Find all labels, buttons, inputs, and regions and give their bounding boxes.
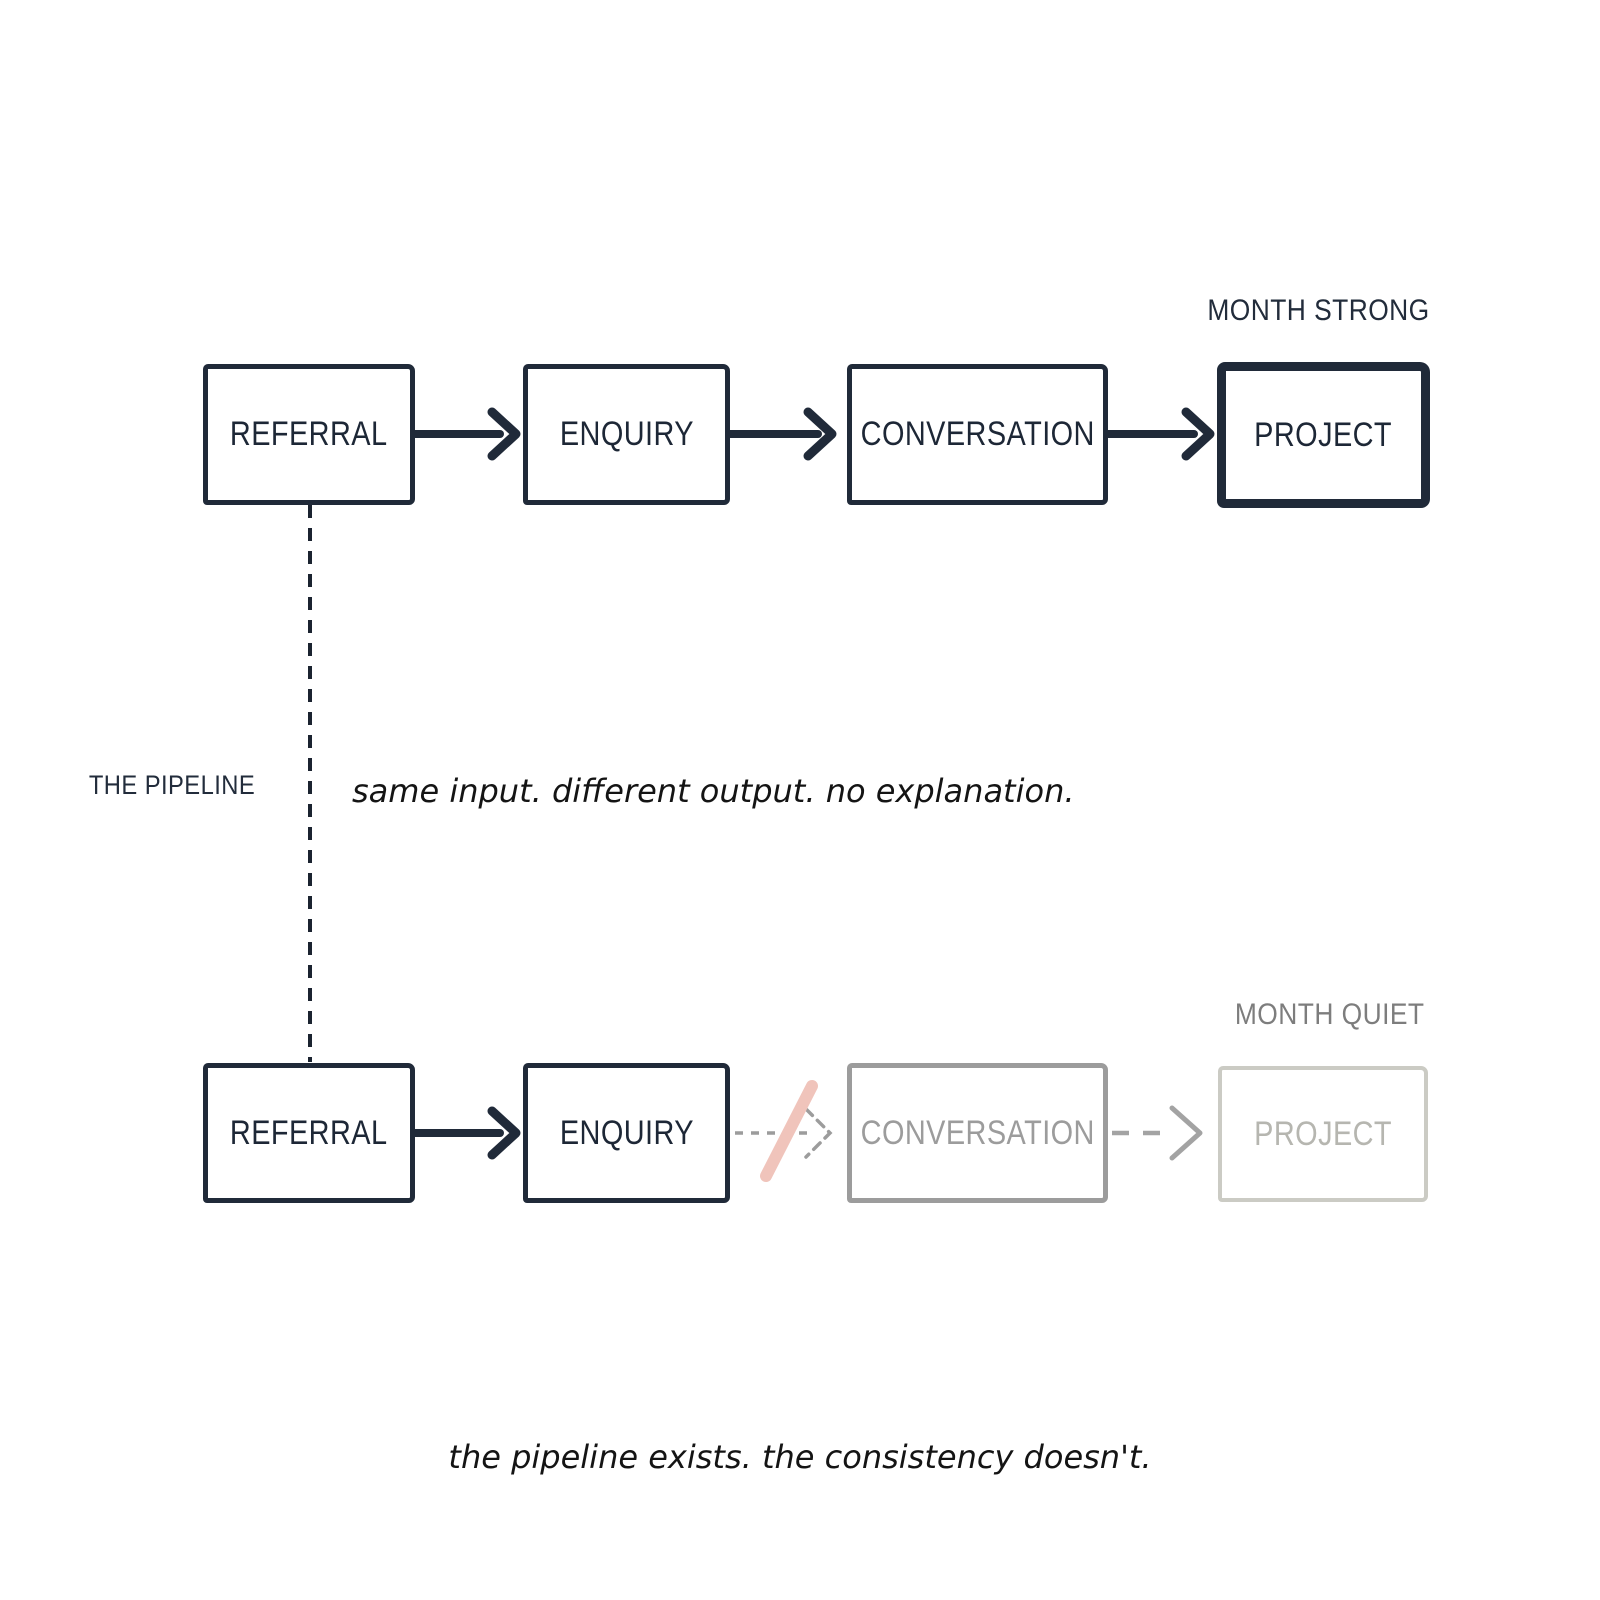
dashed-arrow-head-conversation-project-quiet	[1169, 1105, 1203, 1161]
stage-box-project-quiet: PROJECT	[1218, 1066, 1428, 1202]
stage-label-conversation-quiet: CONVERSATION	[860, 1113, 1095, 1152]
arrow-head-referral-enquiry-quiet	[487, 1106, 521, 1160]
stage-box-referral-strong: REFERRAL	[203, 364, 415, 505]
arrow-head-conversation-project-strong	[1181, 407, 1215, 461]
month-quiet-badge: MONTH QUIET	[1234, 998, 1424, 1031]
middle-caption: same input. different output. no explana…	[352, 772, 1075, 810]
stage-label-referral-strong: REFERRAL	[230, 415, 388, 453]
stage-label-referral-quiet: REFERRAL	[230, 1113, 388, 1152]
stage-label-project-strong: PROJECT	[1254, 415, 1393, 454]
arrow-head-enquiry-conversation-strong	[803, 407, 837, 461]
dashed-arrow-head-enquiry-conversation-quiet	[804, 1107, 833, 1159]
stage-label-project-quiet: PROJECT	[1254, 1114, 1392, 1153]
stage-box-conversation-strong: CONVERSATION	[847, 364, 1108, 505]
month-strong-badge: MONTH STRONG	[1207, 294, 1430, 327]
arrow-head-referral-enquiry-strong	[487, 407, 521, 461]
stage-label-enquiry-strong: ENQUIRY	[559, 415, 694, 453]
stage-label-conversation-strong: CONVERSATION	[860, 415, 1095, 453]
stage-box-project-strong: PROJECT	[1217, 362, 1430, 508]
stage-box-enquiry-strong: ENQUIRY	[523, 364, 730, 505]
stage-label-enquiry-quiet: ENQUIRY	[559, 1113, 694, 1152]
stage-box-enquiry-quiet: ENQUIRY	[523, 1063, 730, 1203]
stage-box-conversation-quiet: CONVERSATION	[847, 1063, 1108, 1203]
pipeline-side-label: THE PIPELINE	[88, 770, 256, 800]
break-slash-icon	[760, 1080, 818, 1182]
stage-box-referral-quiet: REFERRAL	[203, 1063, 415, 1203]
bottom-caption: the pipeline exists. the consistency doe…	[448, 1438, 1152, 1476]
